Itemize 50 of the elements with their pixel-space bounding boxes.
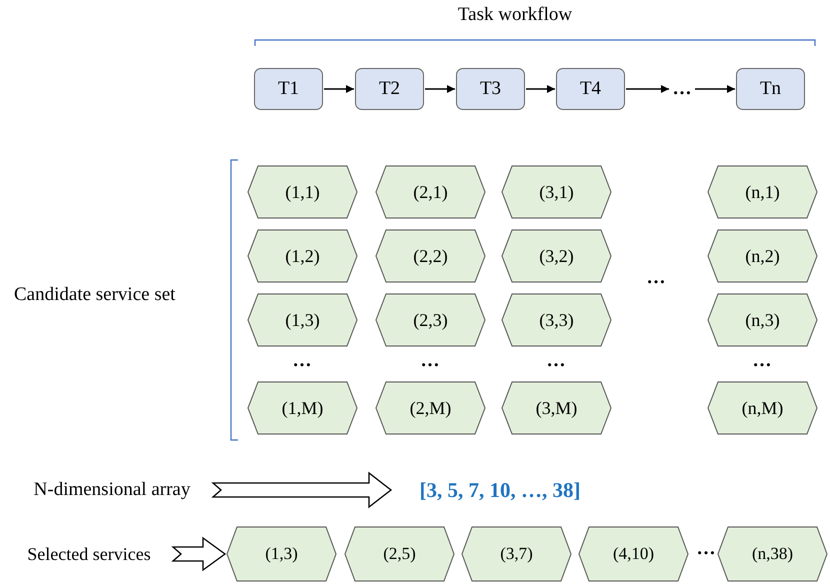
service-label: (3,2) <box>539 246 574 266</box>
service-label: (1,3) <box>265 544 298 564</box>
ellipsis: … <box>292 350 312 372</box>
service-label: (2,5) <box>383 544 416 564</box>
ellipsis: … <box>672 78 692 100</box>
service-label: (n,2) <box>745 246 780 266</box>
service-label: (3,M) <box>536 398 578 418</box>
task-label: T2 <box>378 78 400 100</box>
service-label: (1,M) <box>282 398 324 418</box>
arrow <box>526 85 555 93</box>
ellipsis: … <box>696 538 716 560</box>
arrow <box>626 85 669 93</box>
arrow <box>695 85 735 93</box>
ellipsis: … <box>752 350 772 372</box>
task-box <box>355 68 424 110</box>
row-label: Selected services <box>27 544 151 564</box>
block-arrow <box>171 536 226 572</box>
ellipsis: … <box>646 267 666 289</box>
task-box <box>254 68 323 110</box>
service-label: (n,38) <box>752 544 794 564</box>
service-label: (1,3) <box>285 310 320 330</box>
service-label: (1,2) <box>285 246 320 266</box>
service-label: (2,M) <box>410 398 452 418</box>
heading: Task workflow <box>456 4 574 26</box>
service-label: (n,M) <box>742 398 784 418</box>
service-label: (1,1) <box>285 182 320 202</box>
service-label: (4,10) <box>612 544 654 564</box>
row-label: N-dimensional array <box>34 479 190 501</box>
task-box <box>456 68 525 110</box>
service-label: (2,1) <box>413 182 448 202</box>
task-box <box>556 68 625 110</box>
service-label: (n,1) <box>745 182 780 202</box>
group-label: Candidate service set <box>14 284 176 306</box>
service-label: (3,3) <box>539 310 574 330</box>
block-arrow <box>211 472 392 508</box>
service-label: (2,3) <box>413 310 448 330</box>
ellipsis: … <box>546 350 566 372</box>
service-label: (3,7) <box>500 544 533 564</box>
arrow <box>324 85 354 93</box>
task-label: T4 <box>580 78 602 100</box>
service-label: (n,3) <box>745 310 780 330</box>
task-box <box>736 68 805 110</box>
service-label: (2,2) <box>413 246 448 266</box>
service-label: (3,1) <box>539 182 574 202</box>
arrow <box>425 85 455 93</box>
task-label: Tn <box>760 78 782 100</box>
task-label: T1 <box>278 78 300 100</box>
ellipsis: … <box>420 350 440 372</box>
array-text: [3, 5, 7, 10, …, 38] <box>420 478 580 502</box>
task-label: T3 <box>480 78 502 100</box>
